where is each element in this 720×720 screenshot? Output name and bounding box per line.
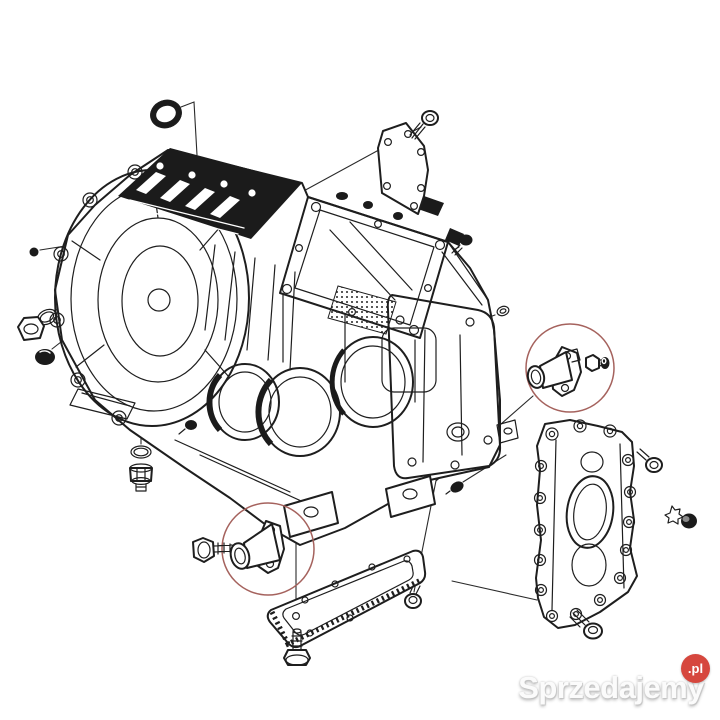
drain-fitting: [129, 463, 153, 492]
right-face: [381, 241, 519, 480]
mesh-screen: [327, 285, 397, 335]
watermark-badge: .pl: [681, 654, 710, 683]
highlight-circle-right: [525, 323, 615, 413]
bottom-gasket: [266, 549, 427, 649]
flange-bolt-left: [192, 537, 233, 563]
main-housing: [49, 148, 519, 546]
small-screw: [178, 420, 197, 435]
speed-sensor-left: [229, 520, 285, 574]
small-pin-plug: [445, 481, 464, 495]
round-plug: [681, 513, 697, 529]
center-bores: [206, 336, 414, 457]
speed-sensor-right: [526, 346, 582, 397]
top-opening-frame: [279, 196, 449, 403]
bell-bolt-bosses: [49, 164, 234, 426]
timing-cover: [533, 419, 638, 629]
cap-plug: [35, 349, 55, 365]
seal-ring: [150, 99, 182, 129]
drain-o-ring: [130, 445, 152, 459]
watermark-brand: Sprzedajemy: [518, 670, 704, 705]
cover-bolt-bottom: [569, 609, 603, 640]
gasket-flange-bolt: [283, 628, 311, 666]
gasket-socket-bolt: [404, 583, 422, 609]
watermark: Sprzedajemy .pl: [518, 654, 710, 706]
top-cover-plate: [377, 122, 429, 215]
small-ring: [496, 305, 510, 317]
highlight-circle-left: [221, 502, 315, 596]
star-washer: [664, 505, 684, 525]
button-plug: [29, 247, 39, 257]
cover-plate-bolt: [409, 110, 439, 140]
housing-ribs: [174, 244, 311, 506]
cover-bolt-top: [636, 448, 663, 473]
hex-plug: [17, 316, 45, 341]
sensor-bolt-right: [585, 354, 610, 372]
small-plug-bolt: [451, 234, 473, 256]
mounting-pad: [69, 388, 136, 420]
bottom-feet: [283, 475, 436, 538]
